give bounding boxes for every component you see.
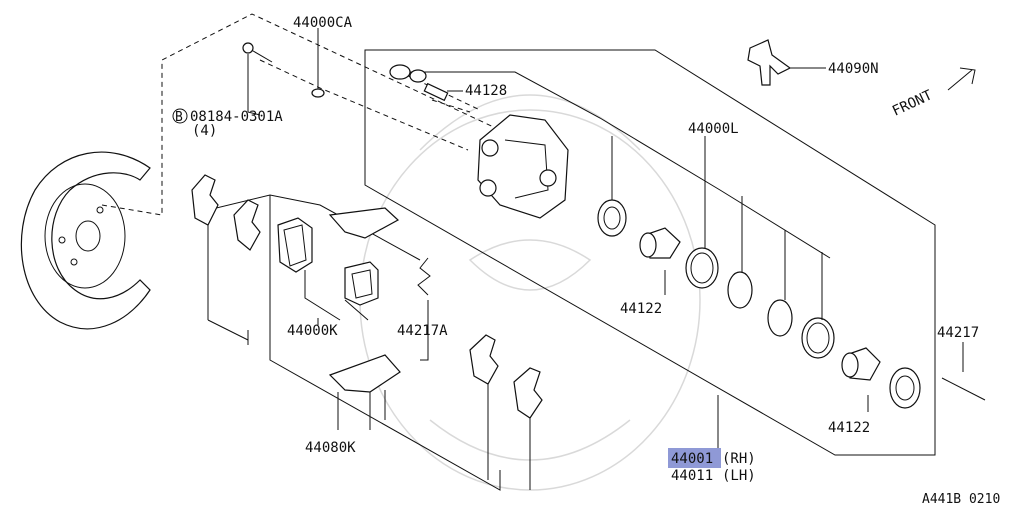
washer-44000CA-part <box>311 28 325 98</box>
shim-right-2-part <box>513 367 543 419</box>
seal-1-part <box>597 199 627 237</box>
label-44128[interactable]: 44128 <box>465 83 507 99</box>
bleeder-44128-part <box>423 82 449 102</box>
clip-44090N-part <box>747 39 826 86</box>
ring-2-part <box>801 317 835 359</box>
shim-left-1-part <box>191 174 219 226</box>
piston-44122-bottom-part <box>841 347 881 381</box>
label-08184-0301A[interactable]: 08184-0301A <box>190 109 283 125</box>
label-44001[interactable]: 44001 <box>671 451 713 467</box>
disc-2-part <box>767 299 793 337</box>
clip-top-part <box>328 207 400 239</box>
label-44000CA[interactable]: 44000CA <box>293 15 353 31</box>
label-44090N[interactable]: 44090N <box>828 61 879 77</box>
banjo-fitting-part <box>389 64 427 83</box>
front-arrow <box>947 67 976 91</box>
label-44122-top[interactable]: 44122 <box>620 301 662 317</box>
diagram-code: A441B 0210 <box>922 492 1000 507</box>
highlight-44001 <box>668 448 721 468</box>
caliper-housing-part <box>477 114 569 219</box>
label-44000K[interactable]: 44000K <box>287 323 338 339</box>
label-44122-bottom[interactable]: 44122 <box>828 420 870 436</box>
shim-right-1-part <box>469 334 499 385</box>
piston-44122-top-part <box>639 227 681 259</box>
shim-left-2-part <box>233 199 261 251</box>
bolt-symbol-icon <box>172 108 188 124</box>
label-44217[interactable]: 44217 <box>937 325 979 341</box>
backing-plate <box>20 151 151 330</box>
ring-44000L-part <box>685 247 719 289</box>
label-44000L[interactable]: 44000L <box>688 121 739 137</box>
pad-outer-part <box>344 261 379 306</box>
clip-44080K-part <box>328 354 401 393</box>
bolt-08184-part <box>242 42 273 112</box>
caliper-assembly-outline <box>364 49 936 456</box>
disc-1-part <box>727 271 753 309</box>
bolt-envelope <box>101 13 501 216</box>
label-44080K[interactable]: 44080K <box>305 440 356 456</box>
label-44001-side: (RH) <box>722 451 756 467</box>
label-44217A[interactable]: 44217A <box>397 323 448 339</box>
seal-2-part <box>889 367 921 409</box>
label-08184-qty: (4) <box>192 123 217 139</box>
label-44011-side: (LH) <box>722 468 756 484</box>
spring-44217A-part <box>417 257 431 296</box>
pin-44217-part <box>941 377 986 401</box>
label-front: FRONT <box>890 87 935 120</box>
label-44011[interactable]: 44011 <box>671 468 713 484</box>
pad-inner-part <box>277 217 313 273</box>
label-bolt-glyph: B <box>175 110 183 125</box>
